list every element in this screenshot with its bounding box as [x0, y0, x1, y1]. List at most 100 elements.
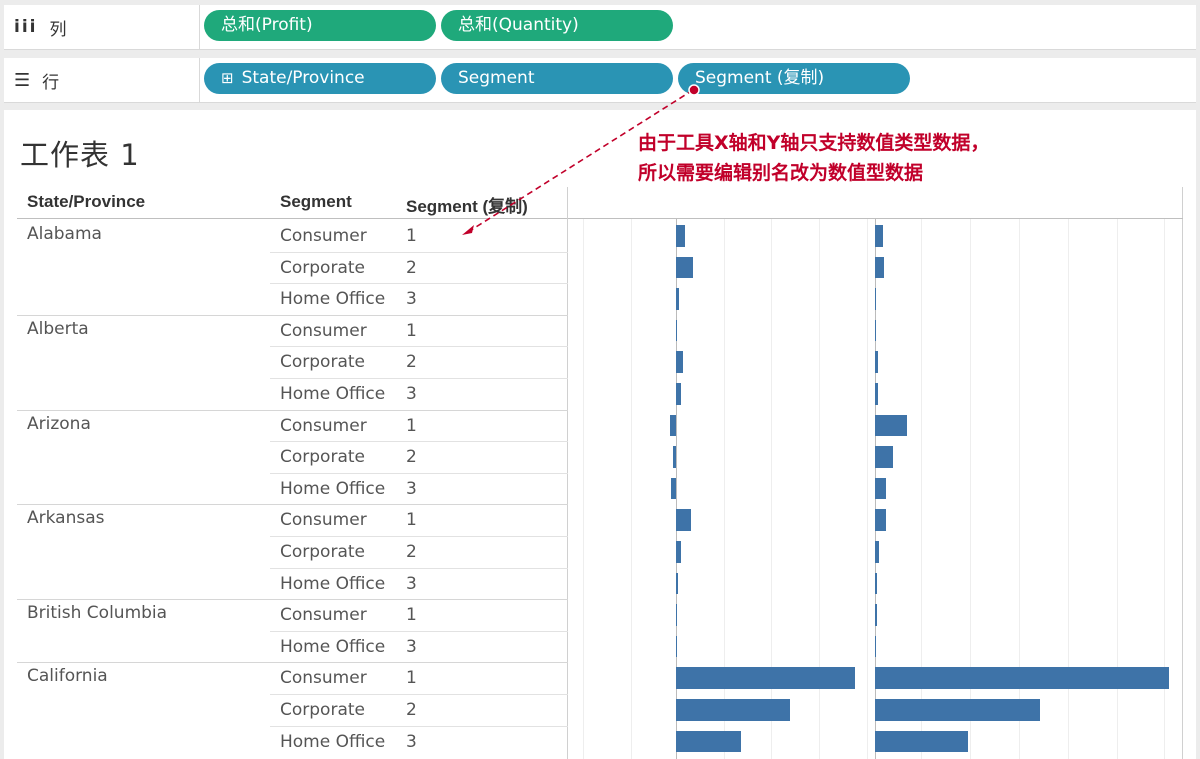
- row-divider: [270, 536, 568, 537]
- quantity-bar[interactable]: [875, 351, 878, 373]
- profit-bar[interactable]: [676, 572, 678, 595]
- profit-bar[interactable]: [676, 699, 790, 721]
- segment-copy-cell[interactable]: 2: [406, 542, 417, 562]
- segment-cell[interactable]: Home Office: [280, 478, 386, 499]
- profit-bar[interactable]: [671, 477, 676, 500]
- pill-segment-copy[interactable]: Segment (复制): [678, 63, 910, 94]
- gridline: [921, 219, 922, 759]
- quantity-bar[interactable]: [875, 477, 886, 500]
- state-label[interactable]: Arizona: [27, 413, 91, 434]
- state-label[interactable]: British Columbia: [27, 603, 168, 624]
- profit-bar[interactable]: [676, 319, 677, 342]
- chart-header-line: [568, 218, 1183, 219]
- profit-bar[interactable]: [676, 383, 681, 405]
- segment-cell[interactable]: Home Office: [280, 731, 386, 752]
- header-state-province[interactable]: State/Province: [27, 192, 146, 211]
- profit-zero-line: [676, 219, 677, 759]
- profit-bar[interactable]: [676, 635, 677, 658]
- profit-bar[interactable]: [669, 414, 676, 437]
- quantity-bar[interactable]: [875, 572, 878, 595]
- segment-cell[interactable]: Home Office: [280, 573, 386, 594]
- quantity-bar[interactable]: [875, 288, 877, 310]
- annotation-line-2: 所以需要编辑别名改为数值型数据: [638, 162, 924, 184]
- pill-quantity[interactable]: 总和(Quantity): [441, 10, 673, 41]
- segment-cell[interactable]: Consumer: [280, 415, 367, 436]
- segment-cell[interactable]: Consumer: [280, 226, 367, 246]
- pill-profit-label: 总和(Profit): [221, 15, 313, 35]
- segment-copy-cell[interactable]: 1: [406, 510, 417, 531]
- group-divider: [17, 409, 568, 411]
- segment-cell[interactable]: Corporate: [280, 700, 365, 720]
- quantity-bar[interactable]: [875, 319, 876, 342]
- segment-cell[interactable]: Consumer: [280, 668, 367, 689]
- state-label[interactable]: Alabama: [27, 224, 102, 244]
- segment-copy-cell[interactable]: 2: [406, 700, 417, 720]
- segment-cell[interactable]: Consumer: [280, 605, 367, 626]
- segment-copy-cell[interactable]: 1: [406, 605, 417, 626]
- quantity-bar[interactable]: [875, 509, 886, 531]
- rows-shelf: ☰ 行 ⊞State/Province Segment Segment (复制): [4, 58, 1196, 103]
- row-divider: [270, 725, 568, 727]
- profit-bar[interactable]: [676, 225, 686, 247]
- pill-state-province-label: State/Province: [241, 68, 365, 88]
- quantity-bar[interactable]: [875, 414, 907, 437]
- row-divider: [270, 251, 568, 253]
- quantity-bar[interactable]: [875, 604, 878, 626]
- header-segment[interactable]: Segment: [280, 192, 352, 211]
- state-label[interactable]: Arkansas: [27, 508, 105, 529]
- row-divider: [270, 472, 568, 474]
- expand-plus-icon[interactable]: ⊞: [221, 69, 234, 87]
- header-segment-copy[interactable]: Segment (复制): [406, 197, 528, 216]
- segment-cell[interactable]: Corporate: [280, 542, 365, 562]
- pill-segment[interactable]: Segment: [441, 63, 673, 94]
- segment-copy-cell[interactable]: 3: [406, 289, 417, 310]
- segment-copy-cell[interactable]: 3: [406, 384, 417, 404]
- segment-cell[interactable]: Consumer: [280, 320, 367, 341]
- sheet-title: 工作表 1: [20, 138, 140, 172]
- segment-cell[interactable]: Corporate: [280, 257, 365, 278]
- quantity-bar[interactable]: [875, 225, 883, 247]
- profit-bar[interactable]: [676, 541, 681, 563]
- segment-cell[interactable]: Consumer: [280, 510, 367, 531]
- profit-bar[interactable]: [676, 667, 855, 689]
- segment-copy-cell[interactable]: 2: [406, 257, 417, 278]
- state-label[interactable]: California: [27, 666, 108, 687]
- profit-bar[interactable]: [676, 256, 693, 279]
- segment-copy-cell[interactable]: 2: [406, 352, 417, 373]
- quantity-bar[interactable]: [875, 446, 893, 468]
- profit-bar[interactable]: [676, 730, 742, 753]
- profit-bar[interactable]: [676, 351, 683, 373]
- segment-copy-cell[interactable]: 1: [406, 226, 417, 246]
- rows-label: 行: [42, 72, 60, 93]
- profit-bar[interactable]: [676, 288, 680, 310]
- segment-cell[interactable]: Corporate: [280, 447, 365, 468]
- pill-profit[interactable]: 总和(Profit): [204, 10, 436, 41]
- segment-copy-cell[interactable]: 3: [406, 731, 417, 752]
- segment-cell[interactable]: Home Office: [280, 289, 386, 310]
- segment-copy-cell[interactable]: 3: [406, 636, 417, 657]
- segment-copy-cell[interactable]: 3: [406, 573, 417, 594]
- gridline: [1019, 219, 1020, 759]
- segment-cell[interactable]: Home Office: [280, 384, 386, 404]
- quantity-bar[interactable]: [875, 667, 1169, 689]
- quantity-bar[interactable]: [875, 541, 879, 563]
- profit-bar[interactable]: [672, 446, 676, 468]
- segment-copy-cell[interactable]: 1: [406, 415, 417, 436]
- segment-copy-cell[interactable]: 1: [406, 668, 417, 689]
- segment-copy-cell[interactable]: 2: [406, 447, 417, 468]
- segment-cell[interactable]: Home Office: [280, 636, 386, 657]
- columns-label: 列: [49, 19, 67, 40]
- quantity-bar[interactable]: [875, 699, 1040, 721]
- quantity-bar[interactable]: [875, 730, 968, 753]
- pill-state-province[interactable]: ⊞ State/Province: [204, 63, 436, 94]
- state-label[interactable]: Alberta: [27, 318, 89, 339]
- quantity-bar[interactable]: [875, 256, 884, 279]
- segment-copy-cell[interactable]: 3: [406, 478, 417, 499]
- row-divider: [270, 346, 568, 348]
- segment-copy-cell[interactable]: 1: [406, 320, 417, 341]
- segment-cell[interactable]: Corporate: [280, 352, 365, 373]
- quantity-bar[interactable]: [875, 383, 878, 405]
- profit-bar[interactable]: [676, 509, 692, 531]
- quantity-bar[interactable]: [875, 635, 877, 658]
- profit-bar[interactable]: [676, 604, 678, 626]
